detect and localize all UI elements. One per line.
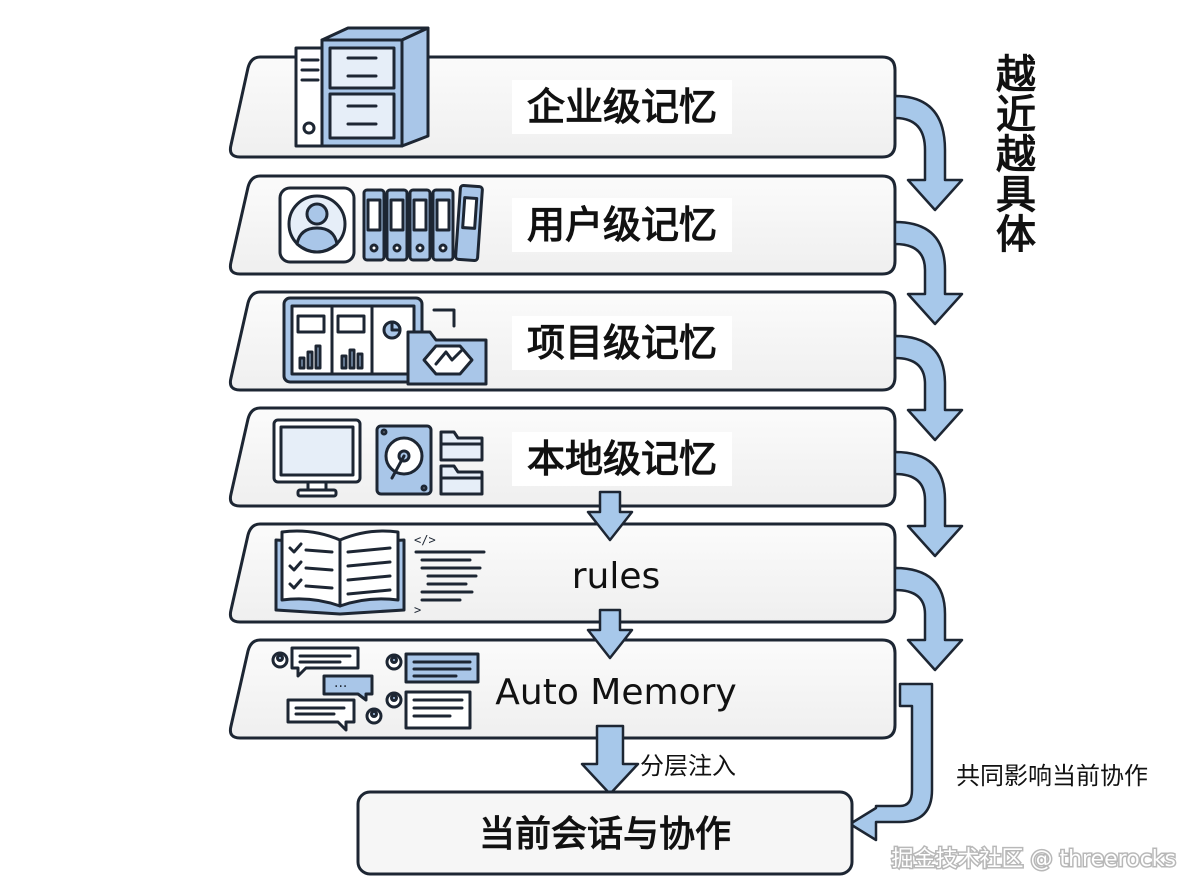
layer-project: 项目级记忆 <box>228 290 897 392</box>
influence-arrow-icon <box>848 682 934 842</box>
final-session-box: 当前会话与协作 <box>356 790 854 876</box>
file-cabinet-icon <box>294 26 430 148</box>
influence-label: 共同影响当前协作 <box>956 762 1148 790</box>
rulebook-code-icon: </> > <box>274 529 486 617</box>
layer-label-enterprise: 企业级记忆 <box>527 85 717 129</box>
svg-text:>: > <box>414 603 421 617</box>
center-flow-arrows <box>580 490 640 796</box>
arrow-down-icon <box>580 724 640 796</box>
inject-label: 分层注入 <box>640 752 736 780</box>
layer-label-auto-memory: Auto Memory <box>495 672 736 713</box>
curved-arrow-down-icon <box>893 450 964 558</box>
side-label-char: 具 <box>996 172 1036 218</box>
curved-arrow-down-icon <box>893 94 964 212</box>
side-label: 越 近 越 具 体 <box>996 52 1036 258</box>
side-label-char: 体 <box>996 212 1036 258</box>
layer-rules: </> > rules <box>228 522 897 624</box>
layer-auto-memory: ··· Auto Memory <box>228 638 897 740</box>
layer-label-local: 本地级记忆 <box>527 437 717 481</box>
layer-local: 本地级记忆 <box>228 406 897 508</box>
side-label-char: 近 <box>996 92 1036 138</box>
final-label: 当前会话与协作 <box>479 814 731 855</box>
user-profile-binders-icon <box>278 184 484 264</box>
side-label-char: 越 <box>996 132 1036 178</box>
chat-bubbles-icon: ··· <box>271 646 480 732</box>
curved-arrow-down-icon <box>893 220 964 326</box>
watermark-shadow: 掘金技术社区 @ threerocks <box>891 847 1176 872</box>
computer-disk-folders-icon <box>272 418 484 498</box>
layer-enterprise: 企业级记忆 <box>228 26 897 159</box>
layer-user: 用户级记忆 <box>228 174 897 276</box>
right-curved-arrows <box>848 94 964 842</box>
watermark-text: 掘金技术社区 @ threerocks <box>891 847 1176 872</box>
svg-text:</>: </> <box>414 533 436 547</box>
watermark: 掘金技术社区 @ threerocks 掘金技术社区 @ threerocks <box>890 846 1178 874</box>
layer-label-rules: rules <box>572 556 661 597</box>
curved-arrow-down-icon <box>893 566 964 672</box>
project-dashboard-folder-icon <box>282 296 488 386</box>
arrow-down-icon <box>586 490 634 542</box>
curved-arrow-down-icon <box>893 334 964 442</box>
svg-text:···: ··· <box>334 679 347 695</box>
arrow-down-icon <box>586 608 634 660</box>
layer-label-project: 项目级记忆 <box>527 321 717 365</box>
side-label-char: 越 <box>996 52 1036 98</box>
layer-label-user: 用户级记忆 <box>527 203 717 247</box>
